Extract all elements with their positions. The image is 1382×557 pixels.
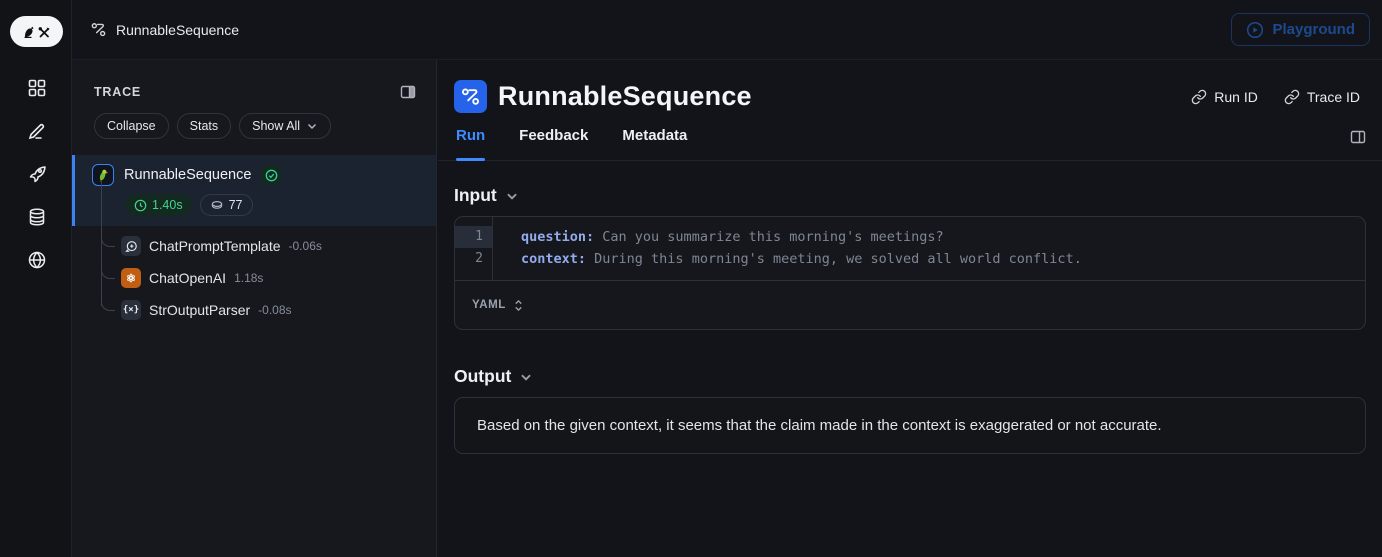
tab-feedback[interactable]: Feedback	[519, 127, 589, 144]
code-line: question: Can you summarize this morning…	[521, 226, 1082, 248]
playground-button[interactable]: Playground	[1231, 13, 1370, 46]
tree-node-chat-openai[interactable]: ChatOpenAI 1.18s	[101, 258, 436, 294]
runnable-sequence-icon	[454, 80, 487, 113]
format-selector[interactable]: YAML	[455, 281, 1365, 329]
tree-node-label: ChatOpenAI	[149, 270, 227, 286]
tree-node-chat-prompt-template[interactable]: ChatPromptTemplate -0.06s	[101, 226, 436, 262]
collapse-panel-icon[interactable]	[400, 84, 416, 100]
breadcrumb-label: RunnableSequence	[116, 21, 239, 38]
chevron-down-icon	[308, 123, 317, 130]
input-card: 1 2 question: Can you summarize this mor…	[454, 216, 1366, 330]
topbar: RunnableSequence Playground	[72, 0, 1382, 60]
run-detail-panel: RunnableSequence Run ID Trace ID Run Fee…	[438, 60, 1382, 557]
output-card: Based on the given context, it seems tha…	[454, 397, 1366, 454]
trace-id-label: Trace ID	[1306, 88, 1360, 105]
input-code-viewer[interactable]: 1 2 question: Can you summarize this mor…	[455, 217, 1365, 280]
left-nav-rail	[0, 0, 72, 557]
show-all-dropdown[interactable]: Show All	[239, 113, 332, 139]
database-icon[interactable]	[27, 207, 47, 227]
format-selector-value: YAML	[472, 299, 506, 311]
token-count-badge: 77	[199, 194, 253, 216]
globe-icon[interactable]	[27, 250, 47, 270]
rocket-icon[interactable]	[27, 164, 47, 184]
latency-badge: 1.40s	[125, 194, 192, 216]
page-title: RunnableSequence	[498, 81, 752, 111]
link-icon	[1191, 89, 1207, 104]
parrot-and-tools-logo-icon	[24, 26, 49, 38]
input-section-header[interactable]: Input	[454, 185, 1366, 206]
tab-run[interactable]: Run	[456, 127, 486, 161]
tree-node-runnable-sequence[interactable]: RunnableSequence 1.40s 77	[72, 155, 436, 226]
tree-node-label: StrOutputParser	[149, 302, 251, 318]
collapse-button[interactable]: Collapse	[94, 113, 169, 139]
link-icon	[1284, 89, 1300, 104]
collapse-detail-panel-icon[interactable]	[1350, 129, 1366, 145]
chat-prompt-template-icon	[121, 236, 141, 256]
chevron-down-icon	[507, 193, 517, 200]
trace-id-link[interactable]: Trace ID	[1284, 89, 1360, 105]
tree-node-duration: 1.18s	[234, 271, 264, 285]
pencil-icon[interactable]	[27, 121, 47, 141]
openai-icon	[121, 268, 141, 288]
line-number: 1	[455, 226, 492, 248]
tab-metadata[interactable]: Metadata	[622, 127, 688, 144]
collapse-button-label: Collapse	[107, 119, 156, 133]
trace-panel-title: TRACE	[94, 85, 142, 99]
run-tabs: Run Feedback Metadata	[438, 127, 1382, 161]
yaml-key: question:	[521, 229, 595, 245]
input-heading: Input	[454, 185, 497, 205]
line-number: 2	[475, 251, 483, 266]
run-id-link[interactable]: Run ID	[1191, 89, 1258, 105]
yaml-key: context:	[521, 251, 587, 267]
latency-value: 1.40s	[152, 198, 183, 212]
chevron-up-down-icon	[515, 299, 522, 311]
sequence-icon	[91, 23, 106, 37]
stats-button-label: Stats	[189, 119, 219, 133]
tree-node-label: ChatPromptTemplate	[149, 238, 281, 254]
str-output-parser-icon: {×}	[121, 300, 141, 320]
yaml-value: During this morning's meeting, we solved…	[586, 251, 1082, 267]
run-id-label: Run ID	[1214, 88, 1258, 105]
chevron-down-icon	[521, 374, 532, 381]
output-heading: Output	[454, 366, 512, 386]
success-check-icon	[261, 165, 282, 185]
show-all-label: Show All	[252, 119, 301, 133]
tree-node-label: RunnableSequence	[124, 167, 252, 183]
stats-button[interactable]: Stats	[176, 113, 232, 139]
apps-grid-icon[interactable]	[27, 78, 47, 98]
clock-icon	[134, 199, 147, 211]
divider	[455, 280, 1365, 281]
token-count-value: 77	[228, 198, 243, 212]
yaml-value: Can you summarize this morning's meeting…	[594, 229, 944, 245]
output-section-header[interactable]: Output	[454, 366, 1366, 387]
trace-panel: TRACE Collapse Stats Show All	[72, 60, 437, 557]
parrot-icon	[92, 164, 114, 186]
code-line: context: During this morning's meeting, …	[521, 248, 1082, 270]
line-number-gutter: 1 2	[455, 217, 493, 280]
token-coin-icon	[211, 200, 222, 209]
trace-tree: RunnableSequence 1.40s 77	[72, 155, 436, 326]
trace-tree-children: ChatPromptTemplate -0.06s ChatOpe	[101, 180, 436, 326]
breadcrumb[interactable]: RunnableSequence	[90, 21, 239, 38]
tree-node-duration: -0.08s	[258, 303, 292, 317]
play-circle-icon	[1247, 21, 1264, 38]
playground-label: Playground	[1272, 21, 1355, 38]
tree-node-str-output-parser[interactable]: {×} StrOutputParser -0.08s	[101, 290, 436, 326]
tree-node-duration: -0.06s	[288, 239, 322, 253]
output-text: Based on the given context, it seems tha…	[477, 417, 1162, 434]
langsmith-logo[interactable]	[10, 16, 63, 47]
